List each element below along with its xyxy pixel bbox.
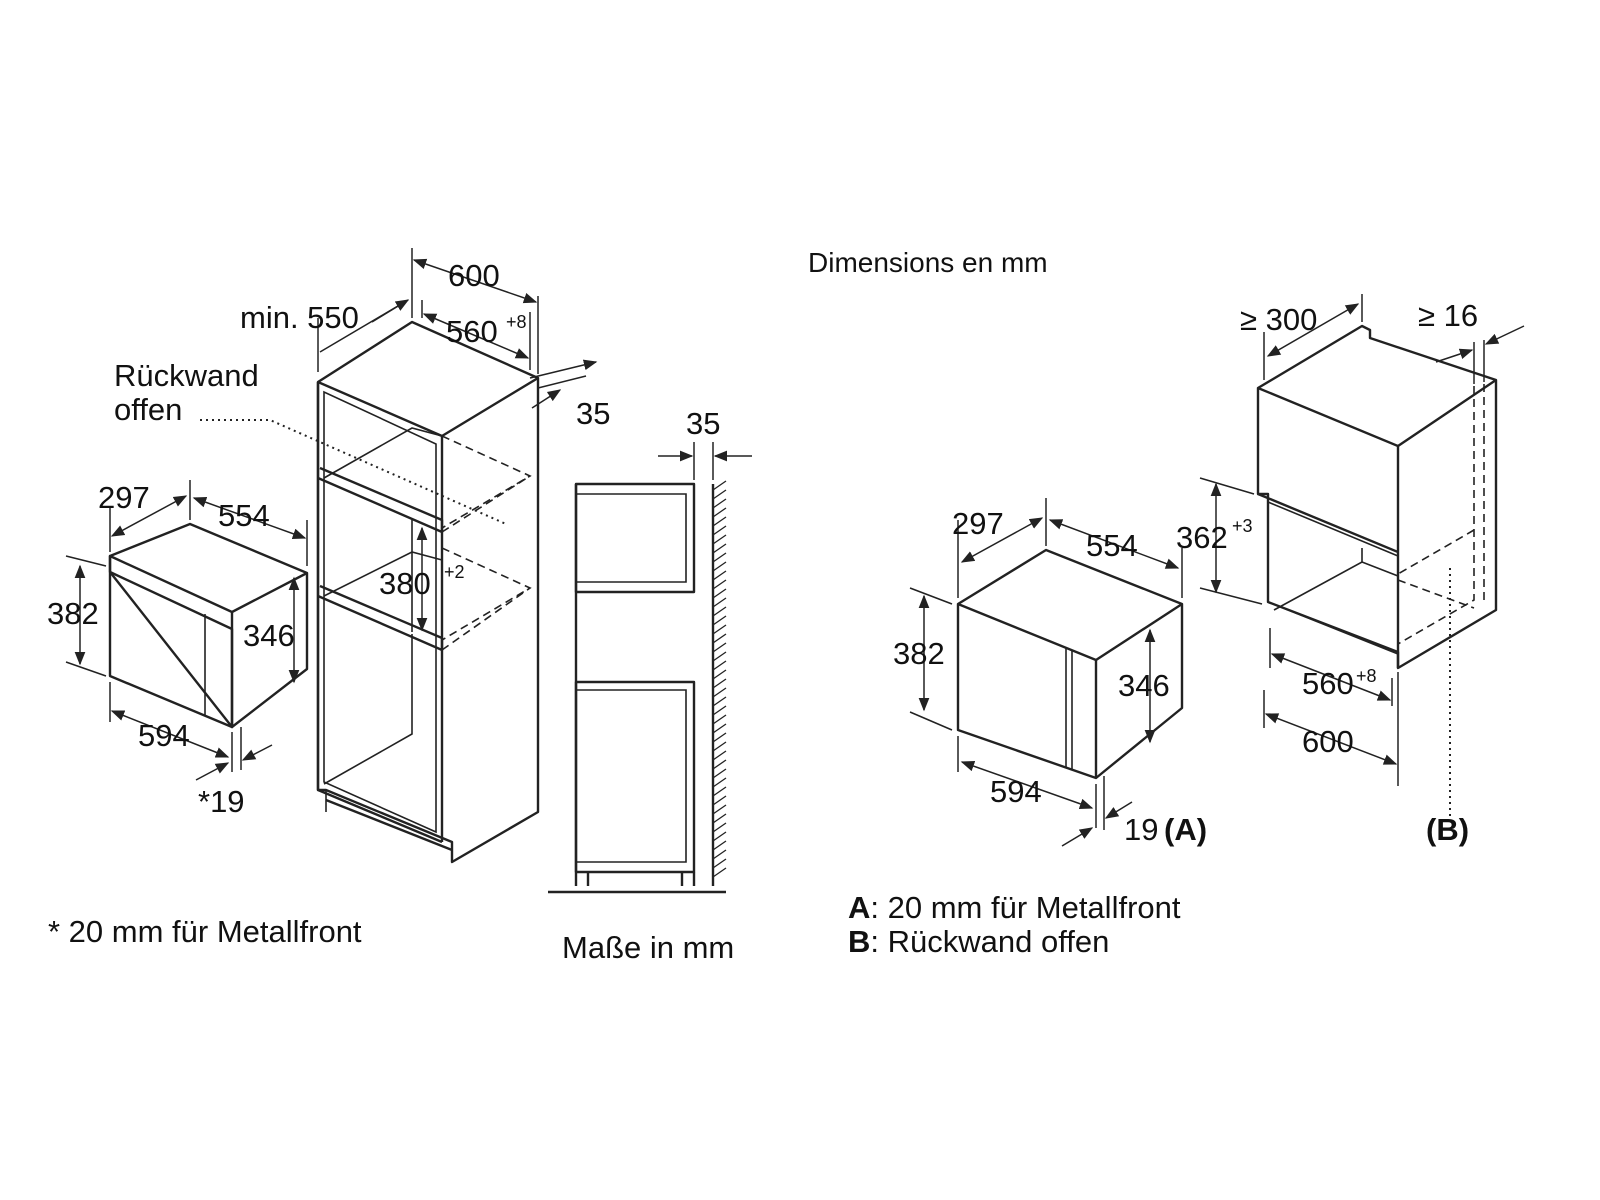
hatch-stroke [712, 831, 727, 842]
hatch-stroke [712, 651, 727, 662]
hatch-stroke [712, 786, 727, 797]
hatch-stroke [712, 489, 727, 500]
left-cab-inner-width-label: 560 [446, 314, 498, 349]
left-cab-depth-label: min. 550 [240, 300, 359, 335]
left-back-wall-label-2: offen [114, 392, 182, 427]
hatch-stroke [712, 678, 727, 689]
hatch-stroke [712, 795, 727, 806]
right-mw-front-offset-label: 19 [1124, 812, 1158, 847]
hatch-stroke [712, 750, 727, 761]
left-cab-width-label: 600 [448, 258, 500, 293]
hatch-stroke [712, 633, 727, 644]
hatch-stroke [712, 867, 727, 878]
left-side-section-drawing [548, 442, 752, 894]
hatch-stroke [712, 498, 727, 509]
right-cab-back-marker: (B) [1426, 812, 1469, 847]
hatch-stroke [712, 759, 727, 770]
hatch-stroke [712, 768, 727, 779]
hatch-stroke [712, 804, 727, 815]
wall-hatching [712, 480, 727, 878]
right-cab-inner-width-label: 560 [1302, 666, 1354, 701]
left-back-wall-label-1: Rückwand [114, 358, 259, 393]
left-mw-width-label: 594 [138, 718, 190, 753]
left-cab-niche-height-tol: +2 [444, 562, 465, 582]
left-mw-height-label: 382 [47, 596, 99, 631]
left-microwave-drawing [65, 480, 309, 781]
left-cab-side-offset-label: 35 [576, 396, 610, 431]
left-side-gap-label: 35 [686, 406, 720, 441]
right-title: Dimensions en mm [808, 247, 1048, 278]
right-cab-depth-label: ≥ 300 [1240, 302, 1317, 337]
right-legend-b-key: B [848, 924, 870, 959]
right-legend-b: B: Rückwand offen [848, 924, 1109, 959]
right-cab-inner-width-tol: +8 [1356, 666, 1377, 686]
right-mw-height-label: 382 [893, 636, 945, 671]
hatch-stroke [712, 858, 727, 869]
right-cab-width-label: 600 [1302, 724, 1354, 759]
hatch-stroke [712, 516, 727, 527]
right-cab-niche-height-tol: +3 [1232, 516, 1253, 536]
right-legend-a: A: 20 mm für Metallfront [848, 890, 1181, 925]
hatch-stroke [712, 570, 727, 581]
hatch-stroke [712, 777, 727, 788]
right-mw-inner-height-label: 346 [1118, 668, 1170, 703]
hatch-stroke [712, 732, 727, 743]
left-units-label: Maße in mm [562, 930, 734, 965]
hatch-stroke [712, 525, 727, 536]
hatch-stroke [712, 606, 727, 617]
right-mw-width-top-label: 554 [1086, 528, 1138, 563]
right-mw-width-label: 594 [990, 774, 1042, 809]
hatch-stroke [712, 849, 727, 860]
right-mw-depth-label: 297 [952, 506, 1004, 541]
hatch-stroke [712, 480, 727, 491]
right-legend-b-text: : Rückwand offen [870, 924, 1109, 959]
hatch-stroke [712, 705, 727, 716]
left-cab-niche-height-label: 380 [379, 566, 431, 601]
hatch-stroke [712, 687, 727, 698]
hatch-stroke [712, 696, 727, 707]
right-legend-a-key: A [848, 890, 870, 925]
left-footnote: * 20 mm für Metallfront [48, 914, 362, 949]
right-cabinet-drawing [1199, 294, 1525, 822]
hatch-stroke [712, 552, 727, 563]
hatch-stroke [712, 624, 727, 635]
right-microwave-drawing [909, 498, 1184, 847]
left-mw-front-offset-label: *19 [198, 784, 245, 819]
left-mw-width-top-label: 554 [218, 498, 270, 533]
hatch-stroke [712, 642, 727, 653]
hatch-stroke [712, 615, 727, 626]
hatch-stroke [712, 507, 727, 518]
left-cab-inner-width-tol: +8 [506, 312, 527, 332]
left-cabinet-drawing [200, 248, 598, 864]
left-mw-depth-label: 297 [98, 480, 150, 515]
right-legend-a-text: : 20 mm für Metallfront [870, 890, 1180, 925]
hatch-stroke [712, 597, 727, 608]
hatch-stroke [712, 579, 727, 590]
hatch-stroke [712, 813, 727, 824]
hatch-stroke [712, 660, 727, 671]
left-mw-inner-height-label: 346 [243, 618, 295, 653]
hatch-stroke [712, 723, 727, 734]
hatch-stroke [712, 714, 727, 725]
right-mw-front-marker: (A) [1164, 812, 1207, 847]
hatch-stroke [712, 669, 727, 680]
hatch-stroke [712, 840, 727, 851]
hatch-stroke [712, 822, 727, 833]
hatch-stroke [712, 588, 727, 599]
hatch-stroke [712, 561, 727, 572]
hatch-stroke [712, 534, 727, 545]
right-cab-gap-label: ≥ 16 [1418, 298, 1478, 333]
hatch-stroke [712, 741, 727, 752]
hatch-stroke [712, 543, 727, 554]
right-cab-niche-height-label: 362 [1176, 520, 1228, 555]
